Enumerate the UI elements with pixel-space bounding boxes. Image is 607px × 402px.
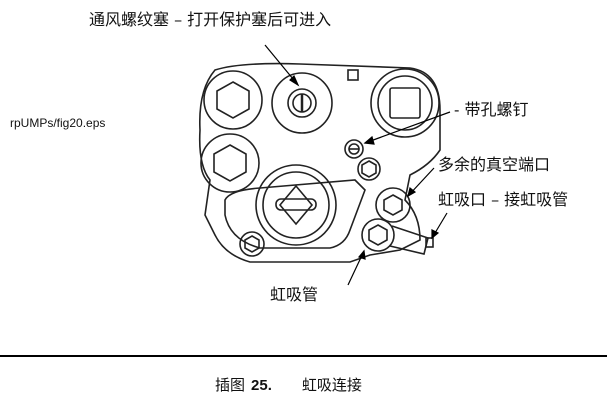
siphon-port-label: 虹吸口 – 接虹吸管: [438, 190, 569, 209]
caption-prefix: 插图: [215, 376, 246, 394]
file-reference: rpUMPs/fig20.eps: [10, 116, 106, 130]
small-square-port: [347, 69, 359, 81]
vent-plug-label: 通风螺纹塞 – 打开保护塞后可进入: [89, 10, 332, 29]
siphon-tube-label: 虹吸管: [270, 285, 319, 304]
hex-port-upper-left: [203, 70, 263, 130]
siphon-disk: [224, 164, 366, 249]
callout-arrows: [264, 44, 451, 286]
extra-vacuum-port-label: 多余的真空端口: [438, 155, 551, 174]
square-port: [370, 68, 440, 138]
vent-plug: [271, 72, 333, 134]
divider: [0, 355, 607, 357]
pump-body-outline: [198, 62, 441, 263]
hex-port-lower-left: [200, 133, 260, 193]
bolt: [239, 231, 265, 257]
caption-title: 虹吸连接: [301, 376, 362, 394]
screw-label: - 带孔螺钉: [454, 100, 529, 119]
siphon-port: [361, 218, 434, 255]
nut: [357, 157, 381, 181]
extra-vacuum-port: [375, 187, 411, 223]
pump-diagram: [198, 44, 451, 286]
figure-caption: 插图 25. 虹吸连接: [215, 374, 362, 395]
screw-with-hole: [344, 139, 364, 159]
caption-number: 25.: [251, 377, 272, 394]
